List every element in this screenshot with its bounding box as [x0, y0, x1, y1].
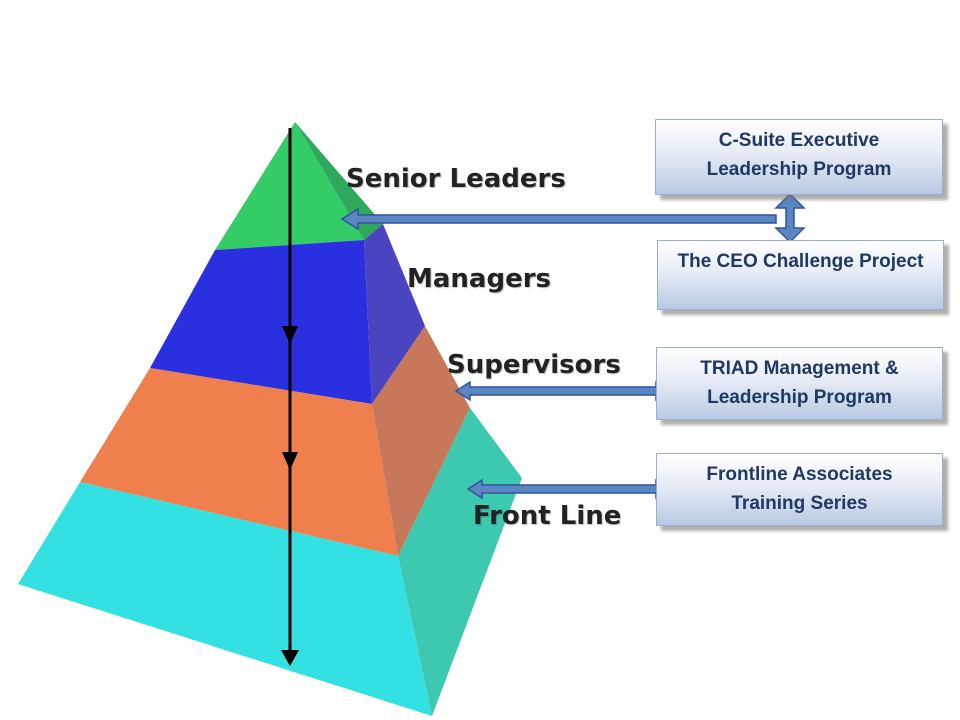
- double-arrow-supervisors: [454, 380, 672, 402]
- program-ceo-text: The CEO Challenge Project: [677, 251, 924, 272]
- label-front-line: Front Line: [473, 501, 622, 531]
- program-frontline-box: Frontline Associates Training Series: [656, 453, 943, 526]
- arrowhead-bottom: [281, 650, 299, 666]
- arrowhead-managers: [282, 326, 298, 344]
- program-frontline-text: Frontline Associates Training Series: [706, 464, 893, 514]
- program-ceo-box: The CEO Challenge Project: [657, 240, 944, 310]
- label-senior-leaders: Senior Leaders: [346, 164, 566, 194]
- tier-supervisors-shape: [80, 326, 470, 556]
- program-triad-text: TRIAD Management & Leadership Program: [700, 358, 899, 408]
- double-arrow-senior: [340, 207, 777, 231]
- tier-managers-shape: [150, 224, 425, 404]
- program-csuite-box: C-Suite Executive Leadership Program: [655, 119, 943, 195]
- program-csuite-text: C-Suite Executive Leadership Program: [706, 130, 892, 180]
- vertical-double-arrow-programs: [774, 192, 806, 244]
- managers-front-face: [150, 240, 372, 404]
- managers-side-face: [364, 224, 425, 404]
- label-managers: Managers: [407, 264, 552, 294]
- vertical-flow-arrow: [281, 128, 299, 666]
- frontline-front-face: [18, 482, 432, 716]
- connector-senior-programs: [340, 192, 806, 244]
- arrowhead-supervisors: [282, 452, 298, 470]
- program-triad-box: TRIAD Management & Leadership Program: [656, 347, 943, 420]
- supervisors-side-face: [372, 326, 470, 556]
- supervisors-front-face: [80, 368, 398, 556]
- label-supervisors: Supervisors: [447, 350, 621, 380]
- senior-side-face: [295, 122, 383, 240]
